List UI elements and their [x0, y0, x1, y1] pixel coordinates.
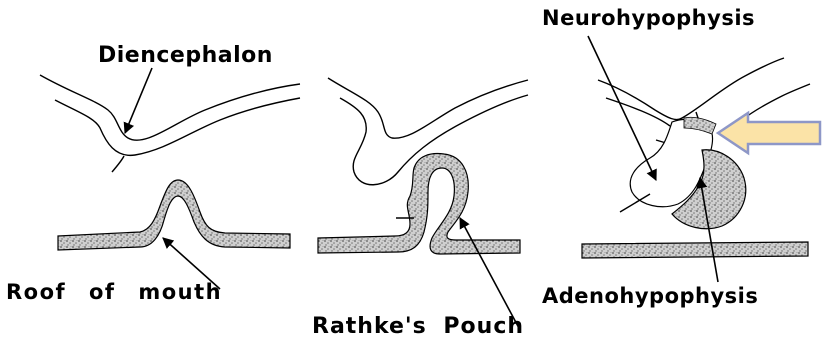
roof-of-mouth-label: Roof of mouth [6, 282, 222, 303]
left-arrow-icon [718, 113, 820, 153]
panel-1-early-stage [40, 75, 300, 250]
rathkes-pouch-shape [318, 154, 520, 254]
neurohypophysis-label: Neurohypophysis [542, 8, 755, 29]
diencephalon-label: Diencephalon [98, 45, 273, 67]
adenohypophysis-label: Adenohypophysis [542, 286, 758, 307]
roof-of-mouth-band-1 [58, 180, 290, 250]
panel-3-pituitary-stage [582, 58, 810, 258]
panel-2-rathkes-pouch-stage [318, 78, 528, 254]
neurohypophysis-pointer-arrow [588, 36, 656, 180]
diencephalon-pointer-arrow [125, 68, 152, 133]
roof-of-mouth-band-3 [582, 242, 808, 258]
rathkes-pouch-label: Rathke's Pouch [312, 316, 524, 338]
